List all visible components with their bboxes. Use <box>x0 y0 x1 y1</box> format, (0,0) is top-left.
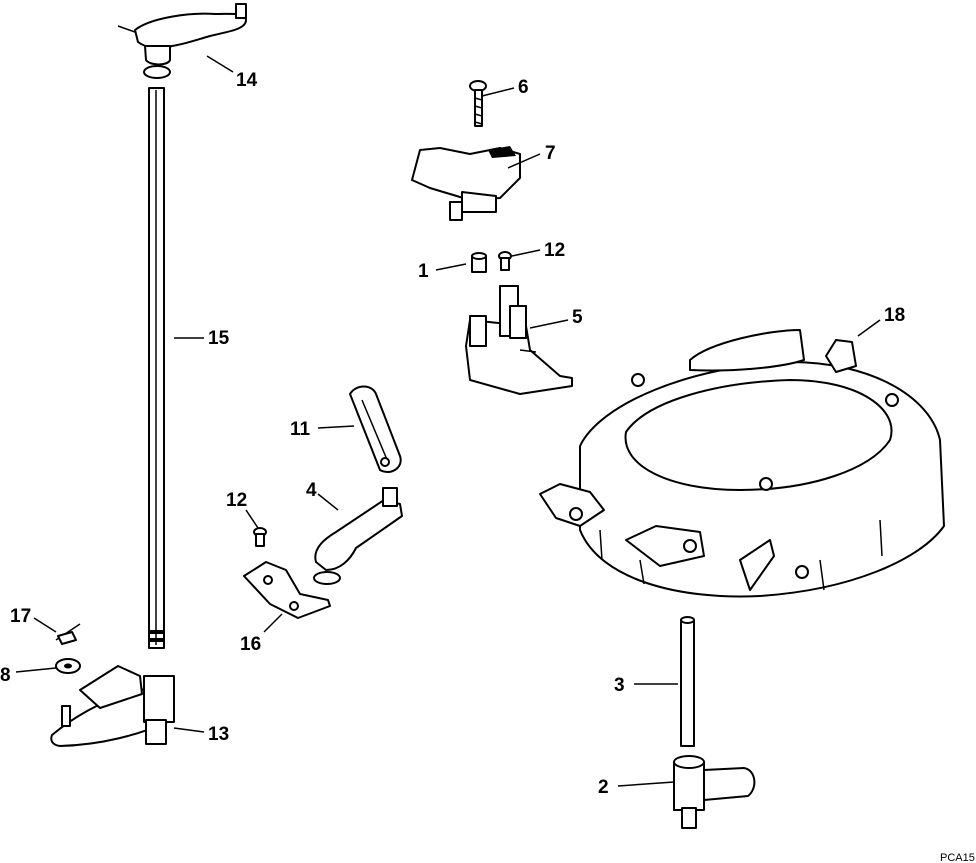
part-12-screw-upper <box>498 251 512 271</box>
part-5-bracket <box>465 285 573 395</box>
callout-8: 8 <box>0 665 11 686</box>
part-16-plate <box>243 561 331 619</box>
part-14-upper-lever <box>117 3 247 79</box>
callout-labels: 14 6 7 1 12 5 15 11 18 4 12 16 17 8 13 3… <box>0 70 975 863</box>
callout-13: 13 <box>208 724 229 745</box>
part-12-screw-lower <box>253 527 267 547</box>
part-3-rod <box>680 616 695 747</box>
part-18-housing <box>539 329 945 598</box>
part-7-sensor <box>411 146 521 221</box>
part-4-arm <box>313 487 403 585</box>
callout-7: 7 <box>545 143 556 164</box>
part-17-pin <box>55 623 81 645</box>
part-6-screw <box>469 80 487 127</box>
part-2-lever-end <box>673 755 756 829</box>
callout-6: 6 <box>518 77 529 98</box>
callout-5: 5 <box>572 307 583 328</box>
callout-12-lower: 12 <box>226 490 247 511</box>
callout-15: 15 <box>208 328 230 349</box>
callout-3: 3 <box>614 675 625 696</box>
part-15-shaft <box>148 87 165 649</box>
leader-lines <box>15 55 881 787</box>
part-13-lower-lever <box>50 665 175 747</box>
callout-1: 1 <box>418 261 429 282</box>
callout-18: 18 <box>884 305 905 326</box>
callout-2: 2 <box>598 777 609 798</box>
part-11-link <box>349 385 402 474</box>
callout-17: 17 <box>10 606 31 627</box>
callout-16: 16 <box>240 634 261 655</box>
part-8-washer <box>55 658 81 674</box>
callout-14: 14 <box>236 70 258 91</box>
part-1-bushing <box>471 252 487 273</box>
callout-12-upper: 12 <box>544 240 565 261</box>
callout-11: 11 <box>290 419 311 440</box>
figure-code: PCA15 <box>940 852 975 863</box>
callout-4: 4 <box>306 480 317 501</box>
